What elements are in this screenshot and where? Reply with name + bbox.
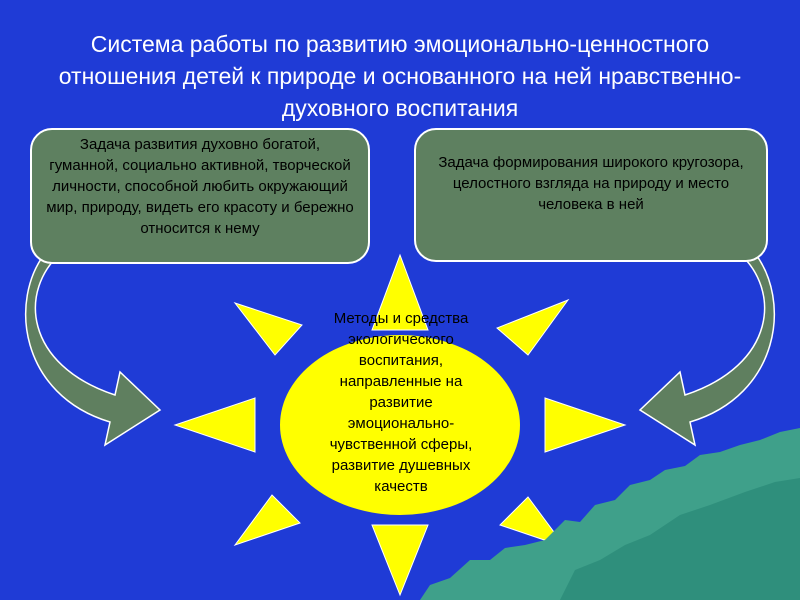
sun-ray-top	[371, 253, 429, 331]
left-task-box: Задача развития духовно богатой, гуманно…	[30, 128, 370, 264]
sun-ray-top-left	[233, 302, 303, 356]
sun-ray-left	[173, 397, 256, 453]
left-task-text: Задача развития духовно богатой, гуманно…	[46, 136, 354, 237]
sun-ray-right	[544, 397, 627, 453]
sun-ray-bottom-right	[499, 496, 567, 548]
sun-center-text: Методы и средства экологического воспита…	[329, 310, 473, 495]
left-curved-arrow	[25, 251, 162, 447]
sun-ray-bottom	[371, 524, 429, 597]
right-task-text: Задача формирования широкого кругозора, …	[438, 154, 744, 213]
right-task-box: Задача формирования широкого кругозора, …	[414, 128, 768, 262]
sun-ray-bottom-left	[233, 494, 301, 546]
sun-rays	[173, 253, 627, 597]
slide-title: Система работы по развитию эмоционально-…	[58, 31, 742, 121]
landscape-decoration-shade	[560, 478, 800, 600]
sun-ray-top-right	[496, 298, 570, 356]
sun-body	[280, 335, 520, 515]
right-curved-arrow	[638, 251, 775, 447]
